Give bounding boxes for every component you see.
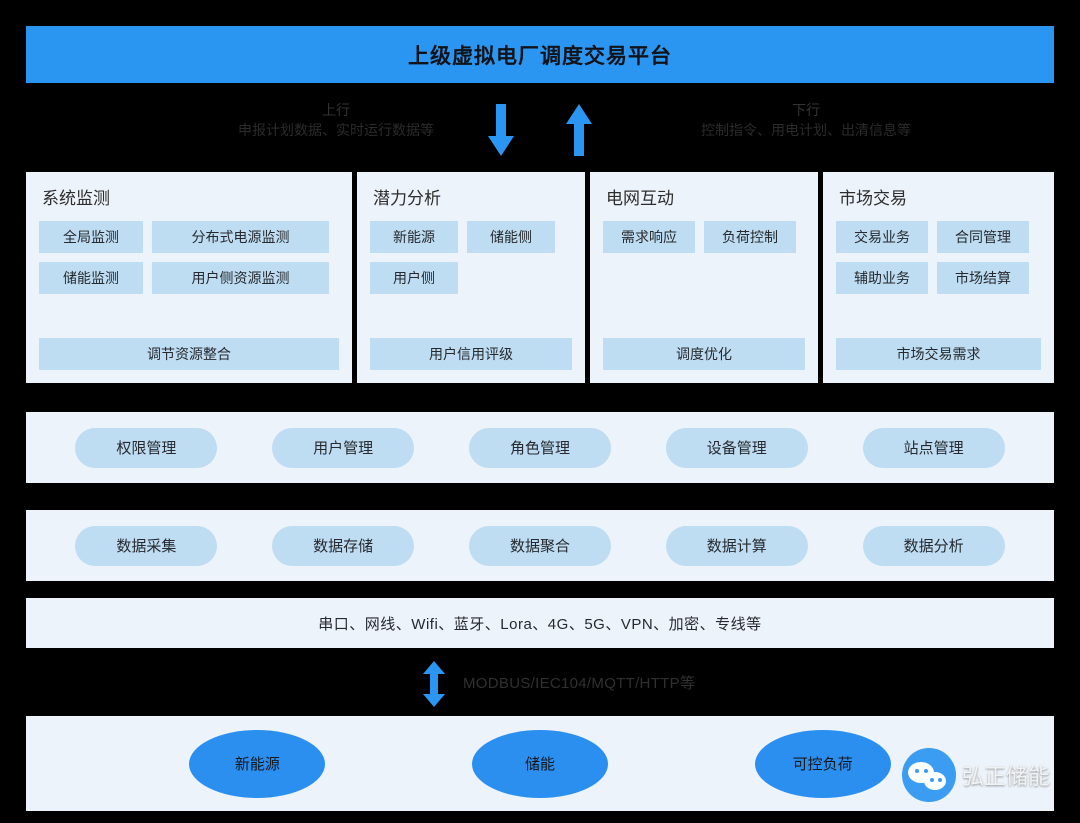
function-cards: 系统监测 全局监测 分布式电源监测 储能监测 用户侧资源监测 调节资源整合 潜力… bbox=[26, 172, 1054, 383]
watermark-label: 弘正储能 bbox=[962, 764, 1051, 789]
card-item[interactable]: 用户侧 bbox=[370, 262, 458, 294]
wechat-dot bbox=[915, 769, 919, 773]
uplink-label: 上行 申报计划数据、实时运行数据等 bbox=[146, 100, 526, 141]
card-footer-item[interactable]: 市场交易需求 bbox=[836, 338, 1041, 370]
card-item[interactable]: 分布式电源监测 bbox=[152, 221, 329, 253]
card-item[interactable]: 交易业务 bbox=[836, 221, 928, 253]
spacer bbox=[603, 262, 805, 294]
resource-layer: 新能源 储能 可控负荷 bbox=[26, 716, 1054, 811]
card-items: 需求响应 负荷控制 调度优化 bbox=[603, 221, 805, 370]
card-footer-item[interactable]: 用户信用评级 bbox=[370, 338, 572, 370]
management-item-user[interactable]: 用户管理 bbox=[272, 427, 415, 468]
card-footer-item[interactable]: 调度优化 bbox=[603, 338, 805, 370]
uplink-title: 上行 bbox=[322, 102, 350, 118]
downlink-label: 下行 控制指令、用电计划、出清信息等 bbox=[626, 100, 986, 141]
data-item-computation[interactable]: 数据计算 bbox=[665, 525, 808, 566]
arrow-up-down-icon bbox=[421, 661, 447, 707]
card-footer-row: 调节资源整合 bbox=[39, 338, 339, 370]
card-items: 全局监测 分布式电源监测 储能监测 用户侧资源监测 调节资源整合 bbox=[39, 221, 339, 370]
data-item-collection[interactable]: 数据采集 bbox=[75, 525, 218, 566]
card-item[interactable]: 全局监测 bbox=[39, 221, 143, 253]
exchange-strip: 上行 申报计划数据、实时运行数据等 下行 控制指令、用电计划、出清信息等 bbox=[26, 92, 1054, 160]
data-item-aggregation[interactable]: 数据聚合 bbox=[468, 525, 611, 566]
data-items: 数据采集 数据存储 数据聚合 数据计算 数据分析 bbox=[26, 525, 1054, 566]
wechat-dot bbox=[930, 778, 934, 782]
platform-title: 上级虚拟电厂调度交易平台 bbox=[408, 44, 672, 68]
resource-items: 新能源 储能 可控负荷 bbox=[26, 729, 1054, 798]
card-item-row: 辅助业务 市场结算 bbox=[836, 262, 1041, 294]
management-layer: 权限管理 用户管理 角色管理 设备管理 站点管理 bbox=[26, 412, 1054, 483]
card-item[interactable]: 合同管理 bbox=[937, 221, 1029, 253]
resource-item-controllable-load[interactable]: 可控负荷 bbox=[754, 729, 891, 798]
card-item-row: 全局监测 分布式电源监测 bbox=[39, 221, 339, 253]
card-item[interactable]: 负荷控制 bbox=[704, 221, 796, 253]
protocol-label: MODBUS/IEC104/MQTT/HTTP等 bbox=[463, 675, 696, 692]
arrow-down-icon bbox=[488, 104, 514, 156]
card-footer-item[interactable]: 调节资源整合 bbox=[39, 338, 339, 370]
card-system-monitoring[interactable]: 系统监测 全局监测 分布式电源监测 储能监测 用户侧资源监测 调节资源整合 bbox=[26, 172, 352, 383]
watermark: 弘正储能 bbox=[902, 748, 1050, 802]
wechat-icon bbox=[902, 748, 956, 802]
wechat-dot bbox=[938, 778, 942, 782]
communication-media-text: 串口、网线、Wifi、蓝牙、Lora、4G、5G、VPN、加密、专线等 bbox=[318, 615, 762, 633]
card-item[interactable]: 需求响应 bbox=[603, 221, 695, 253]
platform-banner: 上级虚拟电厂调度交易平台 bbox=[26, 26, 1054, 83]
card-grid-interaction[interactable]: 电网互动 需求响应 负荷控制 调度优化 bbox=[590, 172, 818, 383]
resource-item-storage[interactable]: 储能 bbox=[471, 729, 608, 798]
communication-layer: 串口、网线、Wifi、蓝牙、Lora、4G、5G、VPN、加密、专线等 bbox=[26, 598, 1054, 648]
data-layer: 数据采集 数据存储 数据聚合 数据计算 数据分析 bbox=[26, 510, 1054, 581]
card-item[interactable]: 储能侧 bbox=[467, 221, 555, 253]
card-title: 市场交易 bbox=[839, 189, 907, 208]
card-item[interactable]: 市场结算 bbox=[937, 262, 1029, 294]
card-potential-analysis[interactable]: 潜力分析 新能源 储能侧 用户侧 用户信用评级 bbox=[357, 172, 585, 383]
card-item-row: 交易业务 合同管理 bbox=[836, 221, 1041, 253]
card-items: 新能源 储能侧 用户侧 用户信用评级 bbox=[370, 221, 572, 370]
card-items: 交易业务 合同管理 辅助业务 市场结算 市场交易需求 bbox=[836, 221, 1041, 370]
card-title: 系统监测 bbox=[42, 189, 110, 208]
card-item-row: 用户侧 bbox=[370, 262, 572, 294]
card-item-row: 需求响应 负荷控制 bbox=[603, 221, 805, 253]
card-item-row: 新能源 储能侧 bbox=[370, 221, 572, 253]
management-item-role[interactable]: 角色管理 bbox=[468, 427, 611, 468]
downlink-title: 下行 bbox=[792, 102, 820, 118]
card-item[interactable]: 储能监测 bbox=[39, 262, 143, 294]
card-market-trading[interactable]: 市场交易 交易业务 合同管理 辅助业务 市场结算 市场交易需求 bbox=[823, 172, 1054, 383]
card-footer-row: 市场交易需求 bbox=[836, 338, 1041, 370]
management-item-device[interactable]: 设备管理 bbox=[665, 427, 808, 468]
card-item[interactable]: 用户侧资源监测 bbox=[152, 262, 329, 294]
card-item[interactable]: 辅助业务 bbox=[836, 262, 928, 294]
management-item-site[interactable]: 站点管理 bbox=[862, 427, 1005, 468]
protocol-strip: MODBUS/IEC104/MQTT/HTTP等 bbox=[26, 655, 1054, 713]
management-items: 权限管理 用户管理 角色管理 设备管理 站点管理 bbox=[26, 427, 1054, 468]
card-item[interactable]: 新能源 bbox=[370, 221, 458, 253]
wechat-bubble-small bbox=[924, 772, 946, 790]
card-title: 潜力分析 bbox=[373, 189, 441, 208]
data-item-analysis[interactable]: 数据分析 bbox=[862, 525, 1005, 566]
management-item-permission[interactable]: 权限管理 bbox=[75, 427, 218, 468]
card-title: 电网互动 bbox=[606, 189, 674, 208]
card-footer-row: 用户信用评级 bbox=[370, 338, 572, 370]
data-item-storage[interactable]: 数据存储 bbox=[272, 525, 415, 566]
downlink-description: 控制指令、用电计划、出清信息等 bbox=[701, 122, 911, 139]
card-item-row: 储能监测 用户侧资源监测 bbox=[39, 262, 339, 294]
uplink-description: 申报计划数据、实时运行数据等 bbox=[238, 122, 434, 139]
resource-item-new-energy[interactable]: 新能源 bbox=[189, 729, 326, 798]
wechat-dot bbox=[924, 769, 928, 773]
arrow-up-icon bbox=[566, 104, 592, 156]
card-footer-row: 调度优化 bbox=[603, 338, 805, 370]
